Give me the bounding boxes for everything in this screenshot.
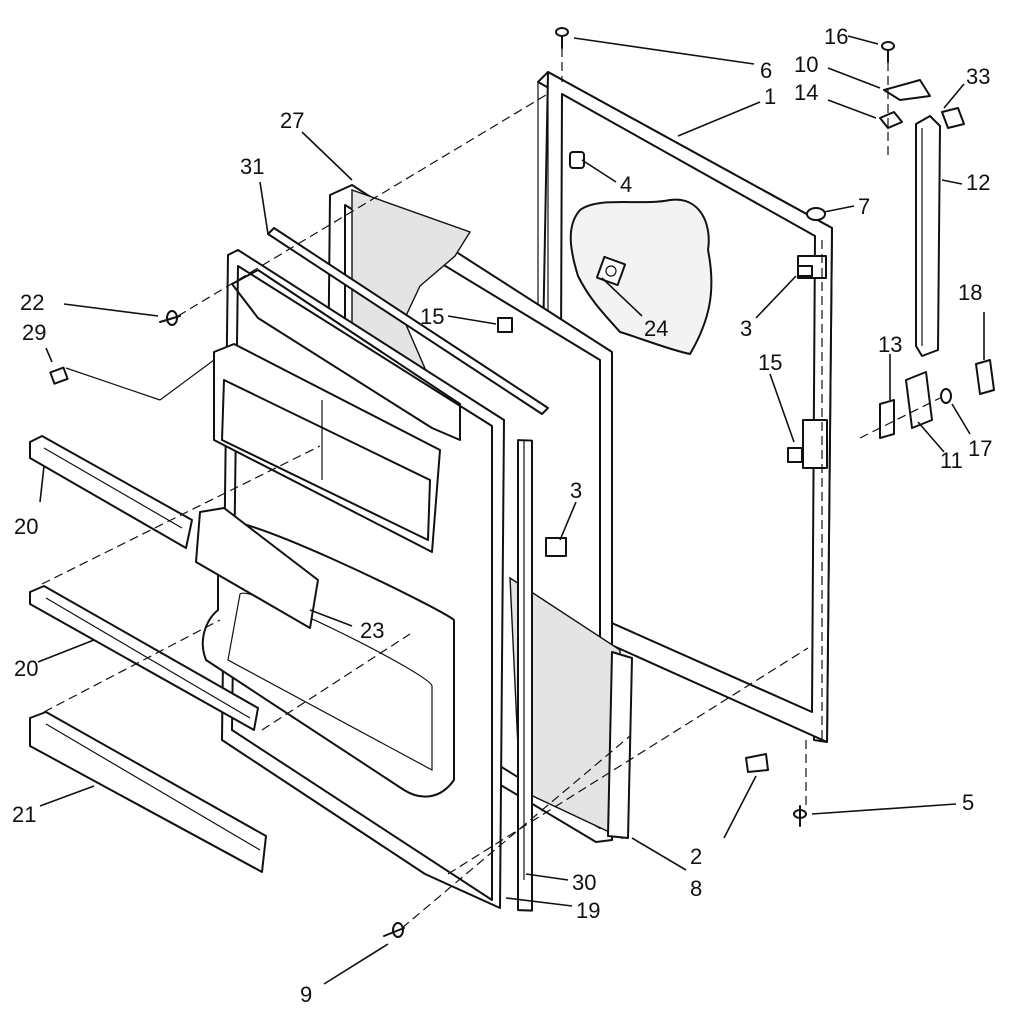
callout-5: 5 [962,790,974,815]
door-shelf-bottom [29,711,267,873]
callout-15-upper: 15 [420,304,444,329]
callout-18: 18 [958,280,982,305]
callout-6: 6 [760,58,772,83]
callout-31: 31 [240,154,264,179]
clip-15b [787,447,803,463]
callout-4: 4 [620,172,632,197]
door-shelf-upper [29,435,193,549]
callout-13: 13 [878,332,902,357]
bracket-left [545,537,567,557]
hinge-stop [797,265,813,277]
door-stop [49,366,69,385]
hinge-plate [879,399,895,439]
callout-33: 33 [966,64,990,89]
callout-15-lower: 15 [758,350,782,375]
callout-16: 16 [824,24,848,49]
callout-20-upper: 20 [14,514,38,539]
bushing-bottom [745,753,769,773]
callout-3-upper: 3 [740,316,752,341]
callout-24: 24 [644,316,668,341]
callout-29: 29 [22,320,46,345]
screw-icon [159,27,952,938]
callout-labels: 16 6 10 33 14 1 27 4 12 31 7 22 29 15 24… [12,24,992,1007]
gasket-strip [267,227,549,415]
callout-21: 21 [12,802,36,827]
hinge-top [883,79,931,101]
callout-12: 12 [966,170,990,195]
callout-2: 2 [690,844,702,869]
dairy-door [195,507,319,629]
alignment-lines [41,48,941,929]
hinge-bracket [905,371,933,429]
callout-8: 8 [690,876,702,901]
cap-plug [975,359,995,395]
callout-30: 30 [572,870,596,895]
callout-14: 14 [794,80,818,105]
clip-15a [497,317,513,333]
bushing-hinge [806,207,826,221]
callout-1: 1 [764,84,776,109]
callout-17: 17 [968,436,992,461]
callout-27: 27 [280,108,304,133]
callout-7: 7 [858,194,870,219]
callout-22: 22 [20,290,44,315]
callout-19: 19 [576,898,600,923]
callout-3-lower: 3 [570,478,582,503]
callout-11: 11 [940,448,963,473]
leader-lines [37,35,985,985]
callout-23: 23 [360,618,384,643]
callout-10: 10 [794,52,818,77]
handle-cap [941,107,965,129]
callout-20-lower: 20 [14,656,38,681]
cutaway-panel-detail [569,198,713,355]
door-handle [915,115,941,357]
hinge-shim [879,111,903,129]
callout-9: 9 [300,982,312,1007]
bushing-top [569,151,585,169]
